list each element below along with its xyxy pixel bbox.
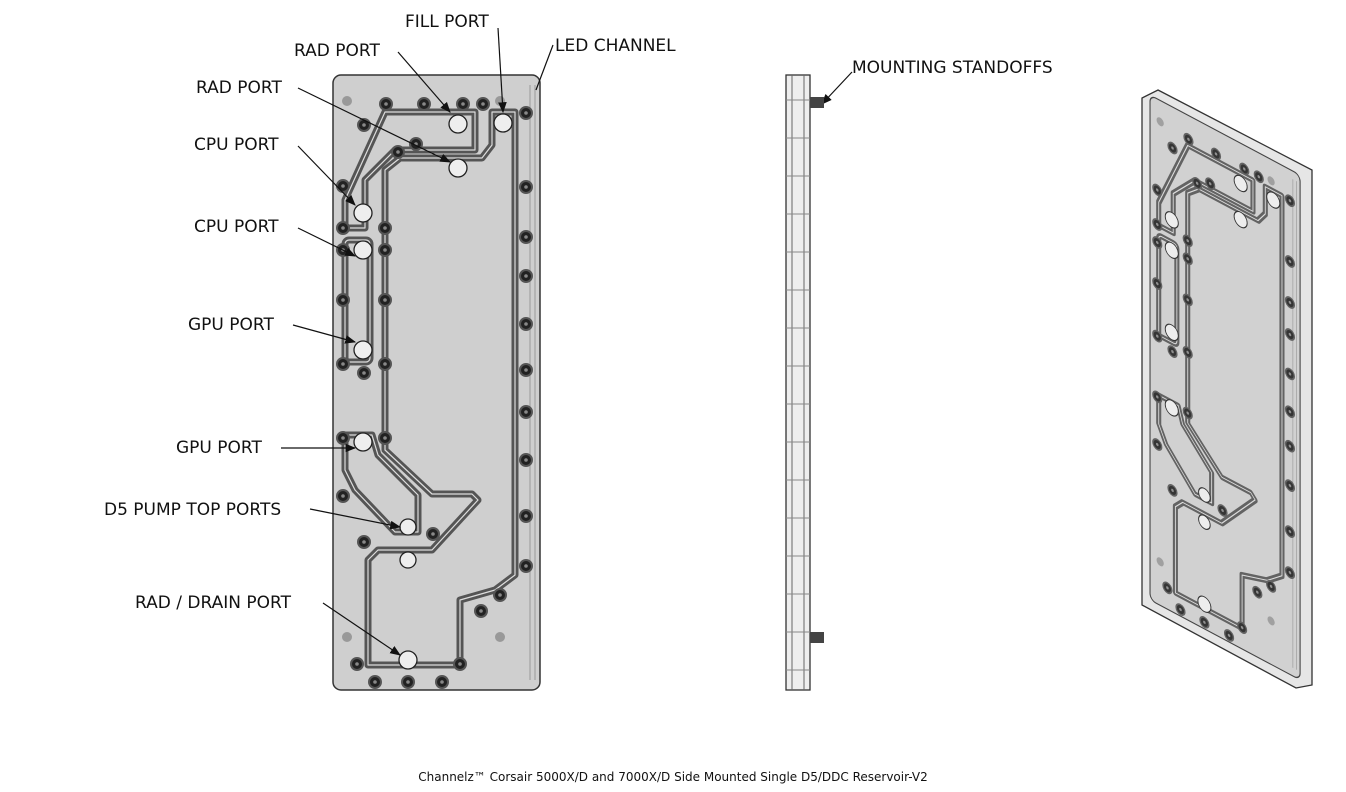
label-rad-drain-port: RAD / DRAIN PORT bbox=[135, 593, 292, 613]
standoff-bottom bbox=[810, 632, 824, 643]
label-mounting-standoffs: MOUNTING STANDOFFS bbox=[852, 58, 1053, 78]
label-gpu-port: GPU PORT bbox=[176, 438, 262, 458]
label-cpu-port: CPU PORT bbox=[194, 135, 279, 155]
caption: Channelz™ Corsair 5000X/D and 7000X/D Si… bbox=[418, 770, 927, 784]
standoff-top bbox=[810, 97, 824, 108]
side-view bbox=[785, 74, 824, 691]
label-d5-pump-top-ports: D5 PUMP TOP PORTS bbox=[104, 500, 281, 520]
label-cpu-port: CPU PORT bbox=[194, 217, 279, 237]
leader-lines bbox=[281, 27, 853, 656]
front-view-plate bbox=[333, 75, 540, 690]
label-led-channel: LED CHANNEL bbox=[555, 36, 676, 56]
label-rad-port: RAD PORT bbox=[196, 78, 282, 98]
isometric-view bbox=[1141, 89, 1313, 689]
label-rad-port: RAD PORT bbox=[294, 41, 380, 61]
label-fill-port: FILL PORT bbox=[405, 12, 489, 32]
label-gpu-port: GPU PORT bbox=[188, 315, 274, 335]
